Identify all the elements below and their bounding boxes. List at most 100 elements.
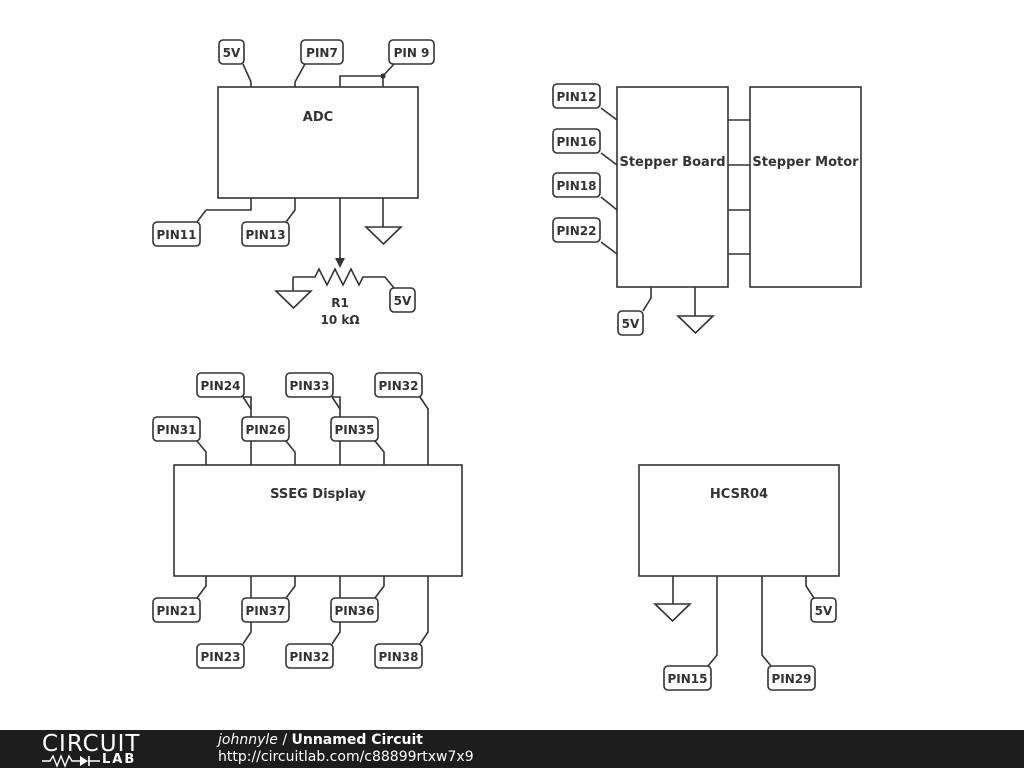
net-label-pin36[interactable] — [330, 597, 379, 623]
net-label-pin36-text: PIN36 — [334, 604, 374, 618]
wire — [419, 396, 429, 465]
stepper-motor-block[interactable] — [749, 86, 862, 288]
net-label-pin12[interactable] — [552, 83, 601, 109]
net-label-pin13-text: PIN13 — [245, 228, 285, 242]
wire — [761, 576, 772, 667]
wiper-arrow — [335, 258, 345, 268]
net-label-pin22-text: PIN22 — [556, 224, 596, 238]
net-label-pin13[interactable] — [241, 221, 290, 247]
net-label-pin37[interactable] — [241, 597, 290, 623]
sseg-display-title: SSEG Display — [270, 487, 366, 502]
net-label-pin38[interactable] — [374, 643, 423, 669]
net-label-pin35-text: PIN35 — [334, 423, 374, 437]
net-label-pin15[interactable] — [663, 665, 712, 691]
adc-block[interactable] — [217, 86, 419, 199]
adc-group: ADC 5V PIN7 PIN 9 PIN11 PIN13 — [152, 39, 435, 327]
wire — [285, 198, 296, 223]
wire — [707, 576, 718, 667]
net-label-pin23-text: PIN23 — [200, 650, 240, 664]
wire — [600, 241, 618, 255]
wire — [600, 107, 618, 121]
net-label-pin32[interactable] — [374, 372, 423, 398]
wire — [285, 440, 296, 465]
resistor-diode-icon — [42, 754, 100, 768]
net-label-pin18-text: PIN18 — [556, 179, 596, 193]
net-label-5v[interactable] — [218, 39, 245, 65]
ground-symbol — [676, 315, 715, 335]
net-label-pin26-text: PIN26 — [245, 423, 285, 437]
net-label-pin11[interactable] — [152, 221, 201, 247]
net-label-5v[interactable] — [617, 310, 644, 336]
separator: / — [277, 732, 292, 748]
author-link[interactable]: johnnyle — [218, 732, 278, 748]
net-label-pin31[interactable] — [152, 416, 201, 442]
hcsr04-title: HCSR04 — [710, 487, 768, 502]
wire — [805, 576, 815, 599]
wire — [331, 576, 341, 645]
stepper-group: Stepper Board Stepper Motor PIN12 PIN16 … — [552, 83, 862, 336]
ground-symbol — [274, 290, 313, 310]
net-label-5v-text: 5V — [815, 604, 833, 618]
net-label-pin24-text: PIN24 — [200, 379, 240, 393]
wire — [382, 63, 395, 77]
wire — [196, 209, 207, 223]
wire — [332, 396, 341, 465]
net-label-pin21-text: PIN21 — [156, 604, 196, 618]
net-label-pin9-text: PIN 9 — [394, 46, 430, 60]
ground-symbol — [364, 226, 403, 246]
resistor-value: 10 kΩ — [320, 313, 359, 327]
wire — [600, 196, 618, 211]
net-label-pin22[interactable] — [552, 217, 601, 243]
circuit-url[interactable]: http://circuitlab.com/c88899rtxw7x9 — [218, 749, 474, 765]
net-label-pin29[interactable] — [767, 665, 816, 691]
wire — [242, 63, 252, 83]
net-label-5v[interactable] — [810, 597, 837, 623]
net-label-pin15-text: PIN15 — [667, 672, 707, 686]
footer-bar: CIRCUIT LAB johnnyle / Unnamed Circuit h… — [0, 730, 1024, 768]
net-label-pin18[interactable] — [552, 172, 601, 198]
adc-title: ADC — [303, 110, 333, 125]
net-label-5v[interactable] — [389, 287, 416, 313]
net-label-pin35[interactable] — [330, 416, 379, 442]
net-label-pin16[interactable] — [552, 128, 601, 154]
ground-symbol — [653, 603, 692, 623]
net-label-pin31-text: PIN31 — [156, 423, 196, 437]
net-label-pin38-text: PIN38 — [378, 650, 418, 664]
wire — [243, 396, 252, 465]
stepper-motor-title: Stepper Motor — [752, 155, 859, 170]
net-label-pin33[interactable] — [285, 372, 334, 398]
net-label-pin11-text: PIN11 — [156, 228, 196, 242]
net-label-pin32-text: PIN32 — [289, 650, 329, 664]
wire — [419, 576, 429, 645]
schematic-canvas: ADC 5V PIN7 PIN 9 PIN11 PIN13 — [152, 39, 862, 691]
wire — [642, 287, 652, 312]
stepper-board-block[interactable] — [616, 86, 729, 288]
net-label-pin32[interactable] — [285, 643, 334, 669]
wire — [206, 198, 252, 211]
sseg-display-block[interactable] — [173, 464, 463, 577]
net-label-pin23[interactable] — [196, 643, 245, 669]
net-label-pin16-text: PIN16 — [556, 135, 596, 149]
stepper-board-title: Stepper Board — [619, 155, 725, 170]
net-label-pin9[interactable] — [388, 39, 435, 65]
circuitlab-logo[interactable]: CIRCUIT LAB — [42, 732, 176, 768]
hcsr04-group: HCSR04 PIN15 PIN29 5V — [638, 464, 840, 691]
net-label-5v-text: 5V — [394, 294, 412, 308]
net-label-pin24[interactable] — [196, 372, 245, 398]
logo-text-bottom: LAB — [102, 752, 137, 767]
circuit-title[interactable]: Unnamed Circuit — [291, 732, 423, 748]
hcsr04-block[interactable] — [638, 464, 840, 577]
wire — [728, 119, 750, 255]
circuit-meta: johnnyle / Unnamed Circuit http://circui… — [218, 732, 474, 766]
sseg-group: SSEG Display PIN24 PIN33 PIN32 PIN31 PIN… — [152, 372, 463, 669]
net-label-pin7[interactable] — [300, 39, 344, 65]
net-label-pin37-text: PIN37 — [245, 604, 285, 618]
wire — [374, 576, 385, 599]
wire — [294, 63, 306, 83]
net-label-pin21[interactable] — [152, 597, 201, 623]
net-label-pin26[interactable] — [241, 416, 290, 442]
wire — [600, 152, 618, 166]
wire — [196, 440, 207, 465]
net-label-pin33-text: PIN33 — [289, 379, 329, 393]
resistor-r1[interactable] — [293, 267, 395, 289]
